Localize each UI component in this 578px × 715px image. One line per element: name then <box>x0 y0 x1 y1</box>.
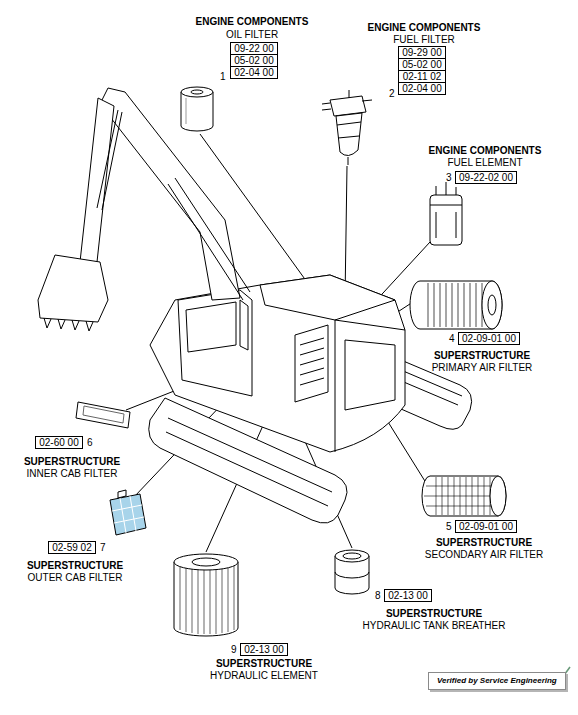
body-edge <box>335 320 405 452</box>
fuel-filter-detail <box>337 122 361 165</box>
reference-code: 05-02 00 <box>234 55 274 66</box>
side-panel <box>345 340 395 410</box>
part-name: FUEL ELEMENT <box>447 157 522 169</box>
group-heading: SUPERSTRUCTURE <box>434 350 530 362</box>
filter-grid <box>112 496 144 533</box>
outer-cab-filter <box>110 494 146 535</box>
filter-pleats <box>180 566 234 634</box>
stick <box>80 98 114 262</box>
part-name: HYDRAULIC ELEMENT <box>210 670 318 682</box>
engine-panel <box>295 325 328 402</box>
bucket <box>38 255 108 322</box>
filter-end-cap <box>482 281 502 329</box>
callout-number: 7 <box>100 542 106 554</box>
callout-number: 3 <box>446 172 452 184</box>
oil-filter <box>181 92 213 131</box>
verification-badge: Verified by Service Engineering <box>428 672 566 690</box>
track-detail <box>166 418 332 506</box>
callout-number: 9 <box>231 644 237 656</box>
reference-code: 02-11 02 <box>402 71 442 82</box>
filter-bore <box>488 295 496 315</box>
primary-air-filter <box>410 281 502 329</box>
reference-code: 02-04 00 <box>402 83 442 94</box>
part-name: OUTER CAB FILTER <box>28 572 123 584</box>
reference-code-box: 02-60 00 <box>35 436 83 449</box>
element-top <box>174 554 238 570</box>
part-name: INNER CAB FILTER <box>27 468 118 480</box>
oil-filter-top <box>181 87 213 97</box>
filter-end-cap <box>490 476 506 516</box>
reference-code-box: 02-04 00 <box>398 82 446 95</box>
hydraulic-cylinder <box>97 110 122 210</box>
reference-code-box: 02-04 00 <box>230 66 278 79</box>
reference-code: 02-09-01 00 <box>459 521 513 532</box>
group-heading: SUPERSTRUCTURE <box>27 560 123 572</box>
reference-code: 05-02 00 <box>402 59 442 70</box>
reference-code: 02-59 02 <box>52 542 92 553</box>
callout-number: 5 <box>446 521 452 533</box>
reference-code: 02-13 00 <box>244 644 284 655</box>
fuel-element <box>430 195 462 245</box>
badge-text: Verified by Service Engineering <box>437 676 557 686</box>
part-name: FUEL FILTER <box>393 34 455 46</box>
callout-number: 6 <box>87 437 93 449</box>
leader-line <box>345 166 347 300</box>
reference-code: 02-13 00 <box>388 590 428 601</box>
breather-top <box>335 550 369 562</box>
engine-hood <box>260 275 395 320</box>
part-name: OIL FILTER <box>226 29 278 41</box>
oil-filter-port <box>191 90 203 94</box>
breather-band <box>335 572 369 578</box>
filter-mesh <box>424 477 498 515</box>
hydraulic-element <box>174 562 238 636</box>
inner-cab-filter-frame <box>83 406 124 423</box>
cab-window <box>186 300 248 352</box>
group-heading: SUPERSTRUCTURE <box>24 456 120 468</box>
part-name: PRIMARY AIR FILTER <box>432 362 533 374</box>
filter-pleats <box>428 283 488 327</box>
grille <box>300 338 324 385</box>
group-heading: ENGINE COMPONENTS <box>196 16 309 28</box>
reference-code-box: 02-59 02 <box>48 541 96 554</box>
group-heading: ENGINE COMPONENTS <box>429 145 542 157</box>
element-bore <box>192 558 220 566</box>
callout-number: 1 <box>220 71 226 83</box>
group-heading: SUPERSTRUCTURE <box>386 608 482 620</box>
fuel-filter-fitting <box>322 90 372 110</box>
group-heading: SUPERSTRUCTURE <box>216 658 312 670</box>
reference-code-box: 02-13 00 <box>384 589 432 602</box>
inner-cab-filter <box>76 402 130 428</box>
fuel-element-detail <box>430 182 462 238</box>
part-name: SECONDARY AIR FILTER <box>425 549 543 561</box>
reference-code: 02-60 00 <box>39 437 79 448</box>
fuel-filter-bowl <box>336 113 362 156</box>
reference-code-box: 09-22-02 00 <box>455 171 517 184</box>
reference-code: 02-04 00 <box>234 67 274 78</box>
secondary-air-filter <box>422 476 506 516</box>
reference-code: 09-22 00 <box>234 43 274 54</box>
breather-port <box>343 553 361 559</box>
reference-code-box: 02-13 00 <box>240 643 288 656</box>
group-heading: ENGINE COMPONENTS <box>368 22 481 34</box>
boom <box>100 88 240 300</box>
reference-code-box: 02-09-01 00 <box>455 520 517 533</box>
reference-code: 09-29 00 <box>402 47 442 58</box>
part-name: HYDRAULIC TANK BREATHER <box>363 620 506 632</box>
callout-number: 8 <box>375 590 381 602</box>
callout-number: 2 <box>389 88 395 100</box>
reference-code: 02-09-01 00 <box>462 333 516 344</box>
reference-code: 09-22-02 00 <box>459 172 513 183</box>
callout-number: 4 <box>449 333 455 345</box>
group-heading: SUPERSTRUCTURE <box>436 537 532 549</box>
hydraulic-cylinder <box>168 178 250 300</box>
bucket-teeth <box>44 318 93 331</box>
oil-filter-shade <box>186 98 187 124</box>
reference-code-box: 02-09-01 00 <box>458 332 520 345</box>
track <box>149 398 347 523</box>
cab <box>178 290 252 396</box>
